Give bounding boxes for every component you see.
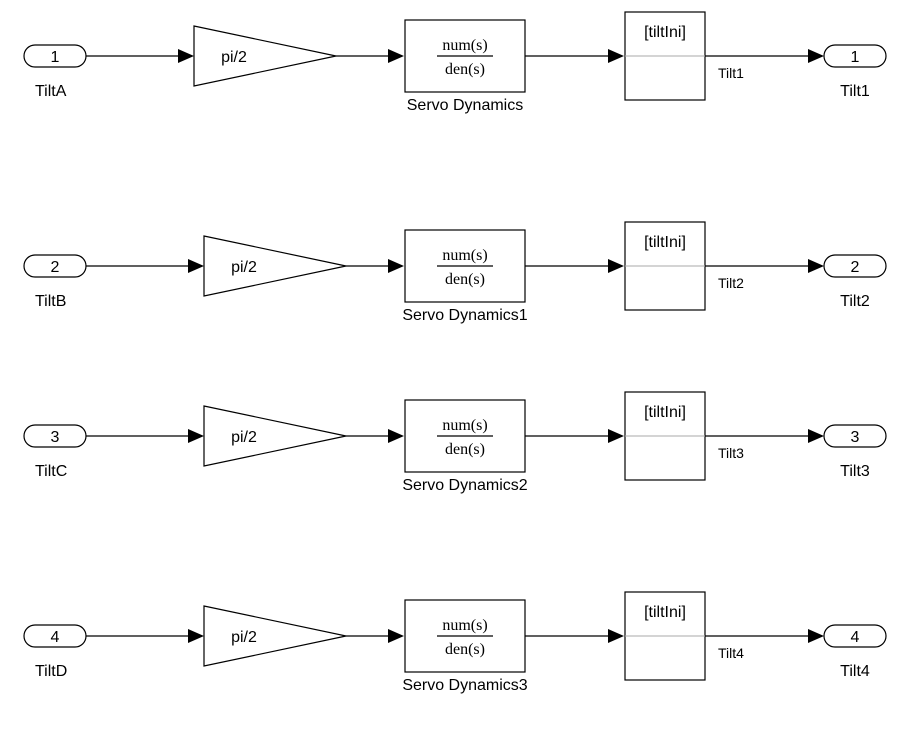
integrator-initial: [tiltIni] <box>644 604 686 621</box>
outport-name: Tilt4 <box>840 663 870 680</box>
gain-label: pi/2 <box>231 629 257 646</box>
outport-number: 1 <box>851 49 860 66</box>
outport-number: 3 <box>851 429 860 446</box>
inport-name: TiltC <box>35 463 67 480</box>
outport-block[interactable] <box>823 44 887 68</box>
transfer-fcn-name: Servo Dynamics3 <box>402 677 527 694</box>
inport-number: 2 <box>51 259 60 276</box>
arrowhead <box>388 49 404 63</box>
outport-number: 4 <box>851 629 860 646</box>
tf-denominator: den(s) <box>445 441 485 458</box>
tf-numerator: num(s) <box>442 417 487 434</box>
tf-numerator: num(s) <box>442 247 487 264</box>
arrowhead <box>188 429 204 443</box>
gain-block[interactable] <box>203 235 347 297</box>
inport-name: TiltD <box>35 663 67 680</box>
signal-label: Tilt4 <box>718 645 744 661</box>
gain-label: pi/2 <box>231 429 257 446</box>
outport-number: 2 <box>851 259 860 276</box>
transfer-fcn-name: Servo Dynamics1 <box>402 307 527 324</box>
arrowhead <box>178 49 194 63</box>
transfer-fcn-name: Servo Dynamics2 <box>402 477 527 494</box>
inport-number: 4 <box>51 629 60 646</box>
tf-denominator: den(s) <box>445 271 485 288</box>
inport-name: TiltA <box>35 83 67 100</box>
arrowhead <box>388 259 404 273</box>
outport-name: Tilt2 <box>840 293 870 310</box>
gain-label: pi/2 <box>231 259 257 276</box>
arrowhead <box>608 49 624 63</box>
arrowhead <box>388 629 404 643</box>
inport-number: 3 <box>51 429 60 446</box>
gain-label: pi/2 <box>221 49 247 66</box>
tf-denominator: den(s) <box>445 61 485 78</box>
inport-name: TiltB <box>35 293 66 310</box>
arrowhead <box>188 259 204 273</box>
integrator-initial: [tiltIni] <box>644 234 686 251</box>
arrowhead <box>808 429 824 443</box>
gain-block[interactable] <box>193 25 337 87</box>
integrator-initial: [tiltIni] <box>644 24 686 41</box>
arrowhead <box>808 629 824 643</box>
outport-block[interactable] <box>823 424 887 448</box>
transfer-fcn-name: Servo Dynamics <box>407 97 523 114</box>
signal-label: Tilt1 <box>718 65 744 81</box>
outport-name: Tilt3 <box>840 463 870 480</box>
tf-numerator: num(s) <box>442 37 487 54</box>
inport-number: 1 <box>51 49 60 66</box>
arrowhead <box>808 49 824 63</box>
arrowhead <box>188 629 204 643</box>
tf-numerator: num(s) <box>442 617 487 634</box>
integrator-initial: [tiltIni] <box>644 404 686 421</box>
arrowhead <box>608 429 624 443</box>
gain-block[interactable] <box>203 405 347 467</box>
gain-block[interactable] <box>203 605 347 667</box>
arrowhead <box>608 259 624 273</box>
signal-label: Tilt2 <box>718 275 744 291</box>
arrowhead <box>608 629 624 643</box>
tf-denominator: den(s) <box>445 641 485 658</box>
outport-name: Tilt1 <box>840 83 870 100</box>
outport-block[interactable] <box>823 254 887 278</box>
signal-label: Tilt3 <box>718 445 744 461</box>
arrowhead <box>388 429 404 443</box>
outport-block[interactable] <box>823 624 887 648</box>
arrowhead <box>808 259 824 273</box>
